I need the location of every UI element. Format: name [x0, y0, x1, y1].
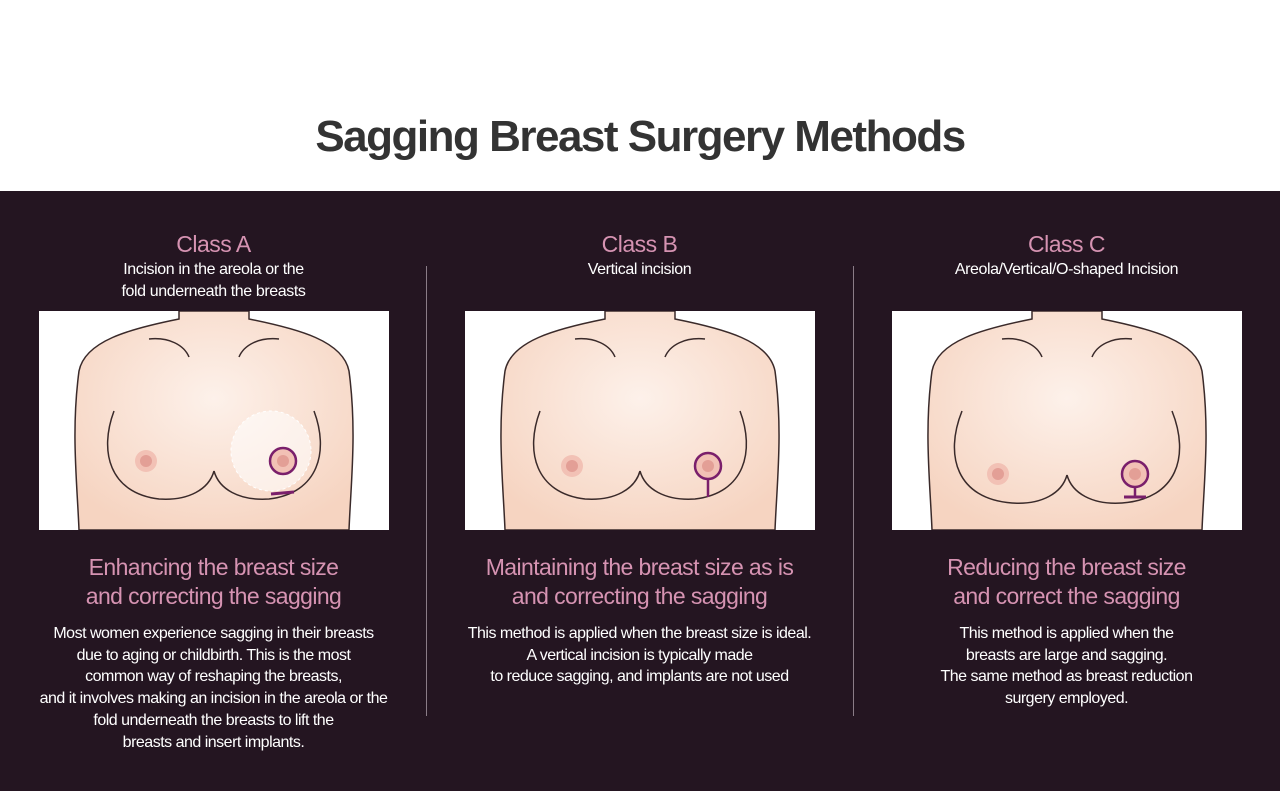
column-divider	[853, 266, 854, 716]
class-subtitle: Incision in the areola or the fold under…	[121, 261, 306, 300]
page-title: Sagging Breast Surgery Methods	[315, 112, 966, 161]
method-description: Most women experience sagging in their b…	[39, 625, 388, 751]
method-heading: Enhancing the breast size and correcting…	[85, 554, 342, 609]
class-label: Class A	[176, 231, 251, 257]
class-label: Class C	[1027, 231, 1106, 257]
method-class-b: Class B Vertical incision	[426, 191, 853, 791]
class-subtitle: Vertical incision	[587, 261, 692, 278]
header: Sagging Breast Surgery Methods	[0, 0, 1280, 191]
illustration-class-c	[892, 311, 1242, 530]
method-class-a: Class A Incision in the areola or the fo…	[0, 191, 427, 791]
torso-illustration	[74, 311, 354, 530]
column-divider	[426, 266, 427, 716]
class-subtitle: Areola/Vertical/O-shaped Incision	[954, 261, 1179, 278]
method-class-c: Class C Areola/Vertical/O-shaped Incisio…	[853, 191, 1280, 791]
illustration-class-a	[39, 311, 389, 530]
methods-panel: Class A Incision in the areola or the fo…	[0, 191, 1280, 791]
method-description: This method is applied when the breast s…	[467, 625, 812, 686]
method-heading: Reducing the breast size and correct the…	[947, 554, 1186, 609]
torso-illustration	[927, 311, 1207, 530]
torso-illustration	[500, 311, 780, 530]
illustration-class-b	[465, 311, 815, 530]
method-heading: Maintaining the breast size as is and co…	[485, 554, 794, 609]
method-description: This method is applied when the breasts …	[940, 625, 1193, 708]
class-label: Class B	[601, 231, 678, 257]
